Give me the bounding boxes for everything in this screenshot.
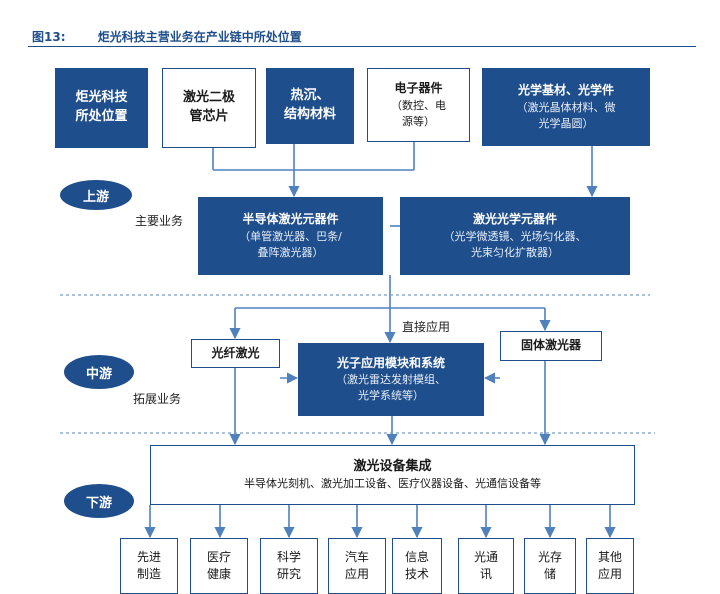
app-advanced-manufacturing: 先进 制造: [120, 538, 178, 594]
app-medical-health: 医疗 健康: [190, 538, 248, 594]
optical-materials-title: 光学基材、光学件: [517, 83, 614, 98]
app-automotive: 汽车 应用: [328, 538, 386, 594]
company-position-box: 炬光科技 所处位置: [55, 68, 148, 148]
heatsink-line1: 热沉、: [290, 88, 330, 104]
laser-diode-chip-box: 激光二极 管芯片: [162, 68, 256, 148]
integration-subtitle: 半导体光刻机、激光加工设备、医疗仪器设备、光通信设备等: [244, 477, 541, 491]
app-8-line2: 应用: [597, 567, 622, 581]
laser-optics-line3: 光束匀化扩散器）: [471, 245, 559, 259]
optical-materials-box: 光学基材、光学件 （激光晶体材料、微 光学晶圆）: [482, 68, 650, 146]
app-5-line1: 信息: [404, 549, 429, 564]
photonics-module-line2: （激光雷达发射模组、: [336, 373, 446, 387]
main-business-label: 主要业务: [135, 214, 184, 228]
chip-line2: 管芯片: [189, 109, 229, 124]
integration-title: 激光设备集成: [353, 458, 432, 474]
solid-laser-box: 固体激光器: [500, 331, 602, 361]
app-5-line2: 技术: [404, 567, 429, 581]
electronics-line2: （数控、电: [391, 98, 446, 112]
laser-integration-box: 激光设备集成 半导体光刻机、激光加工设备、医疗仪器设备、光通信设备等: [150, 445, 635, 505]
figure-title: 图13: 炬光科技主营业务在产业链中所处位置: [32, 28, 302, 45]
optical-materials-line2: （激光晶体材料、微: [516, 100, 616, 114]
fiber-laser-box: 光纤激光: [191, 339, 280, 368]
company-line1: 炬光科技: [75, 90, 128, 106]
semiconductor-laser-title: 半导体激光元器件: [242, 212, 339, 227]
app-7-line2: 储: [543, 567, 556, 581]
title-rule: [28, 46, 696, 47]
electronics-title: 电子器件: [394, 81, 443, 96]
app-8-line1: 其他: [597, 549, 622, 564]
figure-caption: 炬光科技主营业务在产业链中所处位置: [97, 30, 302, 44]
direct-application-label: 直接应用: [402, 320, 451, 334]
app-3-line1: 科学: [276, 549, 301, 564]
photonics-module-line3: 光学系统等）: [358, 389, 424, 403]
app-1-line1: 先进: [136, 549, 161, 564]
app-6-line2: 讯: [479, 567, 492, 581]
company-line2: 所处位置: [75, 109, 128, 124]
semiconductor-laser-line3: 叠阵激光器）: [257, 245, 324, 259]
midstream-badge: 中游: [64, 355, 134, 389]
app-4-line2: 应用: [344, 567, 369, 581]
chip-line1: 激光二极: [182, 90, 235, 106]
photonics-module-box: 光子应用模块和系统 （激光雷达发射模组、 光学系统等）: [298, 343, 484, 416]
app-7-line1: 光存: [537, 549, 562, 564]
app-6-line1: 光通: [473, 549, 498, 564]
electronics-line3: 源等）: [402, 114, 435, 128]
upstream-badge: 上游: [60, 180, 132, 210]
electronics-box: 电子器件 （数控、电 源等）: [367, 68, 470, 142]
app-1-line2: 制造: [136, 567, 161, 581]
downstream-badge: 下游: [64, 484, 134, 518]
app-scientific-research: 科学 研究: [260, 538, 318, 594]
figure-number: 图13:: [32, 30, 66, 44]
app-3-line2: 研究: [276, 567, 301, 581]
semiconductor-laser-box: 半导体激光元器件 （单管激光器、巴条/ 叠阵激光器）: [198, 197, 383, 275]
heat-sink-box: 热沉、 结构材料: [266, 68, 354, 144]
laser-optics-line2: （光学微透镜、光场匀化器、: [443, 229, 587, 243]
laser-optics-title: 激光光学元器件: [472, 212, 557, 227]
app-information-technology: 信息 技术: [392, 538, 442, 594]
app-2-line2: 健康: [206, 567, 231, 581]
app-2-line1: 医疗: [206, 549, 231, 564]
optical-materials-line3: 光学晶圆）: [538, 116, 594, 130]
heatsink-line2: 结构材料: [283, 107, 336, 122]
photonics-module-title: 光子应用模块和系统: [336, 355, 445, 370]
app-4-line1: 汽车: [344, 549, 369, 564]
expand-business-label: 拓展业务: [133, 392, 182, 406]
app-other: 其他 应用: [586, 538, 634, 594]
semiconductor-laser-line2: （单管激光器、巴条/: [239, 229, 342, 243]
app-optical-storage: 光存 储: [524, 538, 576, 594]
laser-optics-box: 激光光学元器件 （光学微透镜、光场匀化器、 光束匀化扩散器）: [400, 197, 630, 275]
app-optical-communication: 光通 讯: [458, 538, 514, 594]
